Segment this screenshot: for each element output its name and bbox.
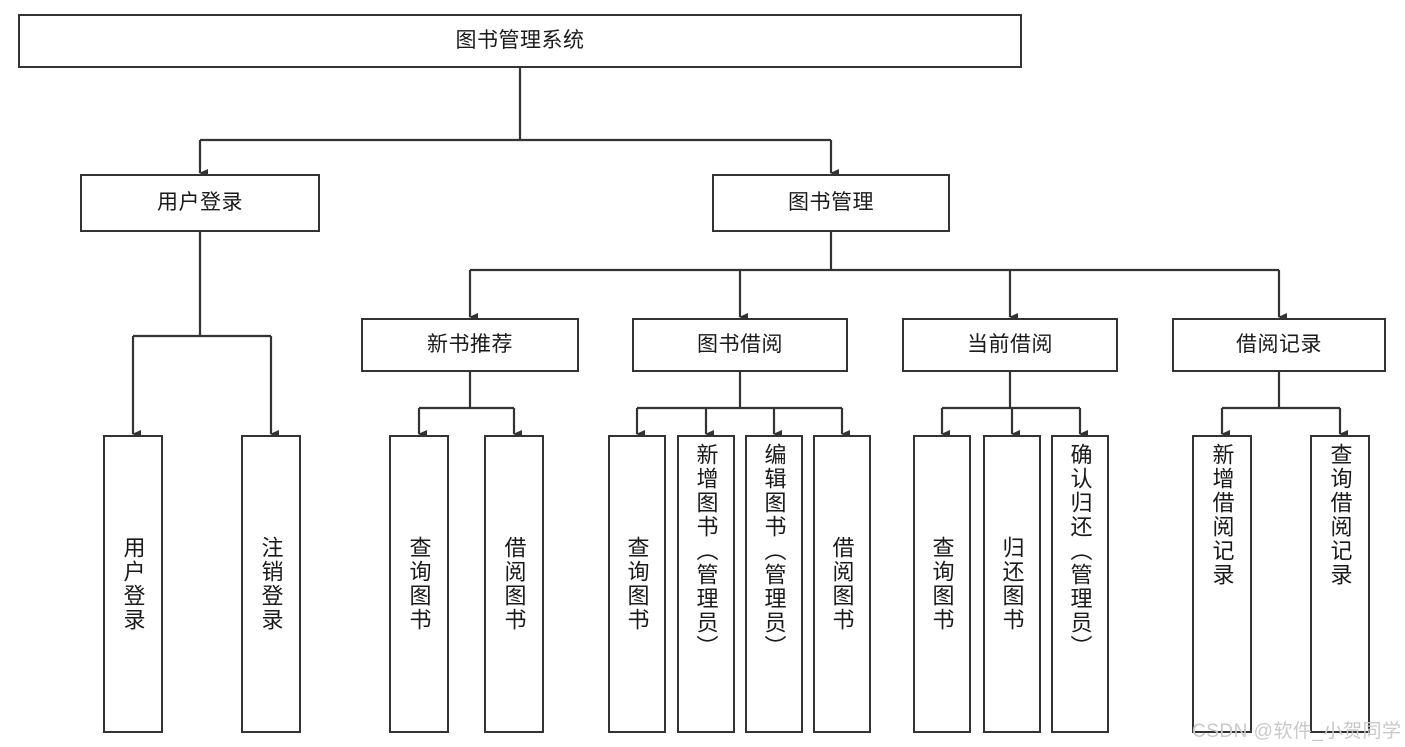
node-label: 当前借阅	[967, 332, 1053, 356]
node-label: 借阅图书	[501, 536, 527, 632]
node-label: 注销登录	[258, 536, 284, 632]
node-new-book-recommend[interactable]: 新书推荐	[361, 318, 579, 372]
node-label: 用户登录	[157, 190, 243, 214]
node-leaf-query-book-2[interactable]: 查询图书	[608, 435, 666, 733]
node-label: 借阅记录	[1236, 332, 1322, 356]
node-leaf-borrow-book-2[interactable]: 借阅图书	[813, 435, 871, 733]
node-leaf-query-book-1[interactable]: 查询图书	[389, 435, 449, 733]
node-leaf-borrow-book-1[interactable]: 借阅图书	[484, 435, 544, 733]
node-label: 图书管理	[788, 190, 874, 214]
node-label: 归还图书	[999, 536, 1025, 632]
node-label: 用户登录	[120, 536, 146, 632]
node-label: 图书借阅	[697, 332, 783, 356]
node-leaf-add-record[interactable]: 新增借阅记录	[1192, 435, 1252, 733]
node-label: 确认归还（管理员）	[1067, 443, 1093, 659]
node-leaf-query-book-3[interactable]: 查询图书	[913, 435, 971, 733]
edge-paths	[131, 68, 1348, 438]
node-label: 查询图书	[624, 536, 650, 632]
node-user-login[interactable]: 用户登录	[80, 174, 320, 232]
watermark-text: CSDN @软件_小贺同学	[1192, 721, 1402, 742]
node-label: 查询借阅记录	[1327, 443, 1353, 587]
node-label: 借阅图书	[829, 536, 855, 632]
node-label: 新增借阅记录	[1209, 443, 1235, 587]
node-leaf-confirm-return[interactable]: 确认归还（管理员）	[1051, 435, 1109, 733]
node-label: 查询图书	[929, 536, 955, 632]
node-root[interactable]: 图书管理系统	[18, 14, 1022, 68]
node-book-borrow[interactable]: 图书借阅	[632, 318, 848, 372]
node-label: 查询图书	[406, 536, 432, 632]
node-leaf-user-login[interactable]: 用户登录	[103, 435, 163, 733]
node-label: 编辑图书（管理员）	[761, 443, 787, 659]
node-leaf-edit-book[interactable]: 编辑图书（管理员）	[745, 435, 803, 733]
node-book-manage[interactable]: 图书管理	[712, 174, 950, 232]
node-leaf-return-book[interactable]: 归还图书	[983, 435, 1041, 733]
node-label: 新增图书（管理员）	[693, 443, 719, 659]
node-label: 图书管理系统	[455, 28, 585, 52]
node-leaf-query-record[interactable]: 查询借阅记录	[1310, 435, 1370, 733]
node-leaf-add-book[interactable]: 新增图书（管理员）	[677, 435, 735, 733]
node-leaf-logout[interactable]: 注销登录	[241, 435, 301, 733]
node-borrow-record[interactable]: 借阅记录	[1172, 318, 1386, 372]
node-label: 新书推荐	[427, 332, 513, 356]
node-current-borrow[interactable]: 当前借阅	[902, 318, 1118, 372]
